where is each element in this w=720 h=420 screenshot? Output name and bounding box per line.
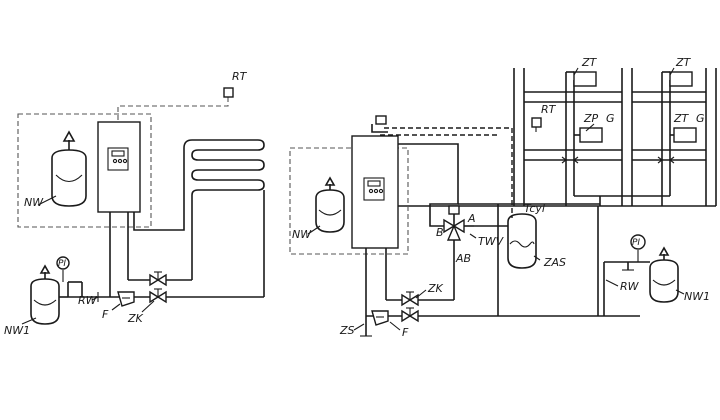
hot-water-cylinder-zas <box>474 213 537 269</box>
label-ab: AB <box>455 252 471 265</box>
control-module <box>375 115 387 125</box>
expansion-vessel-nw1-left <box>30 264 68 325</box>
right-scheme: ZT ZT ZP G RT ZT G <box>289 56 717 339</box>
boiler-enclosure-right <box>289 147 409 255</box>
nw-leader-right <box>307 225 321 235</box>
rt-control-line <box>117 96 229 120</box>
label-f-left: F <box>102 308 109 321</box>
boiler-left <box>97 121 141 213</box>
label-rt-right: RT <box>541 103 557 116</box>
nw1-leader-left <box>21 317 37 325</box>
supply-loop-right <box>398 143 459 227</box>
label-pi-left: PI <box>58 259 66 269</box>
filter-f-right <box>371 310 389 326</box>
control-line-outer <box>384 127 513 218</box>
label-a: A <box>467 212 476 225</box>
filter-f-left <box>117 291 135 307</box>
pressure-gauge-right <box>630 234 646 250</box>
rw-leader-left <box>91 296 99 301</box>
three-way-valve-twv <box>443 205 474 241</box>
zone-unit-zp <box>579 127 603 143</box>
pressure-gauge-left <box>56 256 70 270</box>
label-tcyl: Tcyl <box>524 202 545 215</box>
expansion-vessel-nw-left <box>51 130 87 207</box>
zone-unit-zt-upper-left <box>573 71 597 87</box>
left-scheme: RT NW <box>4 70 265 337</box>
expansion-vessel-nw1-right <box>649 246 679 303</box>
valve-zk-lower-right <box>401 307 419 323</box>
room-thermostat-left <box>223 87 234 98</box>
label-f-right: F <box>402 326 409 339</box>
label-zt-lower: ZT <box>673 112 690 125</box>
zk-leader-left <box>141 300 155 313</box>
label-zt-upper-right: ZT <box>675 56 692 69</box>
expansion-vessel-nw-right <box>315 176 345 233</box>
floor-markers <box>560 156 676 164</box>
label-twv: TWV <box>478 235 505 248</box>
label-b: B <box>436 226 444 239</box>
label-pi-right: PI <box>632 238 640 248</box>
nw-leader-left <box>37 195 57 206</box>
boiler-panel-left <box>107 147 129 171</box>
valve-zk-upper-left <box>149 271 167 287</box>
label-zs: ZS <box>339 324 355 337</box>
boiler-panel-right <box>363 177 385 201</box>
label-rw-right: RW <box>620 280 640 293</box>
label-zk-right: ZK <box>427 282 444 295</box>
label-zk-left: ZK <box>127 312 144 325</box>
valve-zk-upper-right <box>401 291 419 307</box>
valve-zk-lower-left <box>149 288 167 304</box>
boiler-enclosure-left <box>17 113 152 228</box>
zone-unit-zt-lower <box>673 127 697 143</box>
building-structure <box>398 68 717 207</box>
radiator-coil-left <box>133 139 265 297</box>
label-zt-upper-left: ZT <box>581 56 598 69</box>
label-rt-left: RT <box>232 70 248 83</box>
label-rw-left: RW <box>78 294 98 307</box>
label-nw1-right: NW1 <box>684 290 710 303</box>
label-g-right: G <box>696 112 705 125</box>
zone-unit-zt-upper-right <box>669 71 693 87</box>
label-nw-right: NW <box>292 228 312 241</box>
label-nw1-left: NW1 <box>4 324 30 337</box>
room-thermostat-right <box>531 117 542 128</box>
label-zp: ZP <box>583 112 599 125</box>
label-g-left: G <box>606 112 615 125</box>
label-nw-left: NW <box>24 196 44 209</box>
f-leader-left <box>111 303 121 311</box>
label-zas: ZAS <box>543 256 566 269</box>
